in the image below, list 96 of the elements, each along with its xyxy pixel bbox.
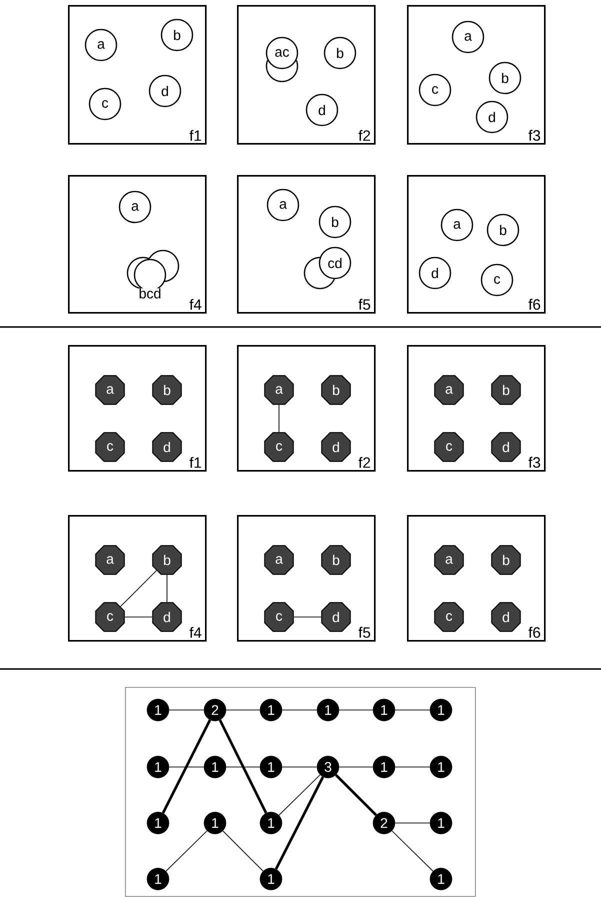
count-node: 1	[430, 756, 452, 778]
edge	[274, 776, 324, 870]
circle-node: d	[306, 94, 338, 126]
count-node: 1	[260, 756, 282, 778]
count-node: 1	[372, 698, 396, 722]
octagon-node: c	[95, 432, 125, 462]
circle-node: b	[160, 18, 194, 52]
octagon-node: c	[264, 602, 294, 632]
edge	[335, 774, 377, 816]
edge	[120, 570, 157, 607]
edge	[166, 574, 168, 603]
octagon-node: c	[434, 432, 464, 462]
octagon-node: a	[434, 545, 464, 575]
circle-node: d	[418, 256, 452, 290]
circle-node: a	[452, 20, 484, 54]
edge	[222, 830, 264, 872]
frame-label: f2	[358, 456, 370, 468]
frame-label: f4	[190, 298, 202, 310]
circle-node: a	[440, 208, 474, 242]
frame-label: f2	[358, 130, 370, 141]
octagon-node: d	[491, 432, 521, 462]
octagon-node: c	[264, 432, 294, 462]
count-node: 1	[316, 698, 340, 722]
octagon-node: d	[152, 602, 182, 632]
count-node: 1	[260, 698, 282, 722]
count-node: 1	[146, 756, 170, 778]
frame-label: f6	[528, 298, 540, 310]
octagon-node: c	[95, 602, 125, 632]
edge	[394, 822, 430, 824]
frame-label: f3	[528, 130, 540, 141]
octagon-node: b	[152, 375, 182, 405]
circle-node: cd	[318, 246, 352, 280]
circle-node: c	[480, 264, 514, 296]
circle-node: a	[84, 28, 118, 62]
count-node: 1	[430, 812, 452, 834]
edge	[218, 719, 268, 814]
octagon-node: b	[321, 375, 351, 405]
count-node: 1	[204, 812, 226, 834]
octagon-node: d	[152, 432, 182, 462]
edge	[293, 616, 322, 618]
octagon-node: a	[95, 375, 125, 405]
octagon-node: b	[491, 375, 521, 405]
octagon-node: d	[491, 602, 521, 632]
count-node: 1	[430, 868, 452, 890]
edge	[392, 830, 434, 872]
frame-label: f3	[528, 456, 540, 468]
edge	[278, 404, 280, 433]
count-node: 1	[260, 868, 282, 890]
circle-node: d	[476, 100, 508, 134]
frame-label: f5	[358, 298, 370, 310]
octagon-node: b	[321, 545, 351, 575]
octagon-node: d	[321, 602, 351, 632]
circle-node: a	[266, 188, 300, 222]
count-node: 3	[316, 756, 340, 778]
circle-node: d	[148, 74, 182, 108]
count-node: 1	[146, 812, 170, 834]
count-node: 1	[146, 868, 170, 890]
edge	[226, 766, 260, 768]
edge	[338, 766, 374, 768]
edge	[282, 766, 318, 768]
octagon-node: a	[264, 545, 294, 575]
frame-label: f5	[358, 626, 370, 638]
circle-node: b	[488, 62, 522, 94]
octagon-node: a	[264, 375, 294, 405]
circle-node: b	[318, 206, 352, 238]
frame-label: f1	[190, 130, 202, 141]
frame-label: f4	[190, 626, 202, 638]
edge	[124, 616, 153, 618]
count-node: 2	[204, 698, 226, 722]
count-node: 1	[146, 698, 170, 722]
octagon-node: b	[152, 545, 182, 575]
octagon-node: c	[434, 602, 464, 632]
circle-node: c	[418, 74, 452, 106]
circle-node: ac	[266, 36, 298, 70]
edge	[278, 774, 320, 816]
octagon-node: a	[95, 545, 125, 575]
frame-label: f1	[190, 456, 202, 468]
count-node: 1	[372, 756, 396, 778]
circle-caption: bcd	[138, 288, 162, 298]
count-node: 1	[260, 812, 282, 834]
edge	[168, 766, 204, 768]
circle-node: a	[118, 190, 152, 224]
count-node: 1	[204, 756, 226, 778]
count-node: 1	[430, 698, 452, 722]
edge	[162, 719, 212, 814]
edge	[166, 830, 208, 872]
circle-node: b	[486, 214, 520, 246]
count-node: 2	[372, 812, 396, 834]
octagon-node: d	[321, 432, 351, 462]
graph-frame	[125, 687, 476, 897]
circle-node: b	[324, 36, 356, 70]
edge	[394, 766, 430, 768]
frame-label: f6	[528, 626, 540, 638]
octagon-node: a	[434, 375, 464, 405]
octagon-node: b	[491, 545, 521, 575]
circle-node: c	[88, 88, 122, 120]
